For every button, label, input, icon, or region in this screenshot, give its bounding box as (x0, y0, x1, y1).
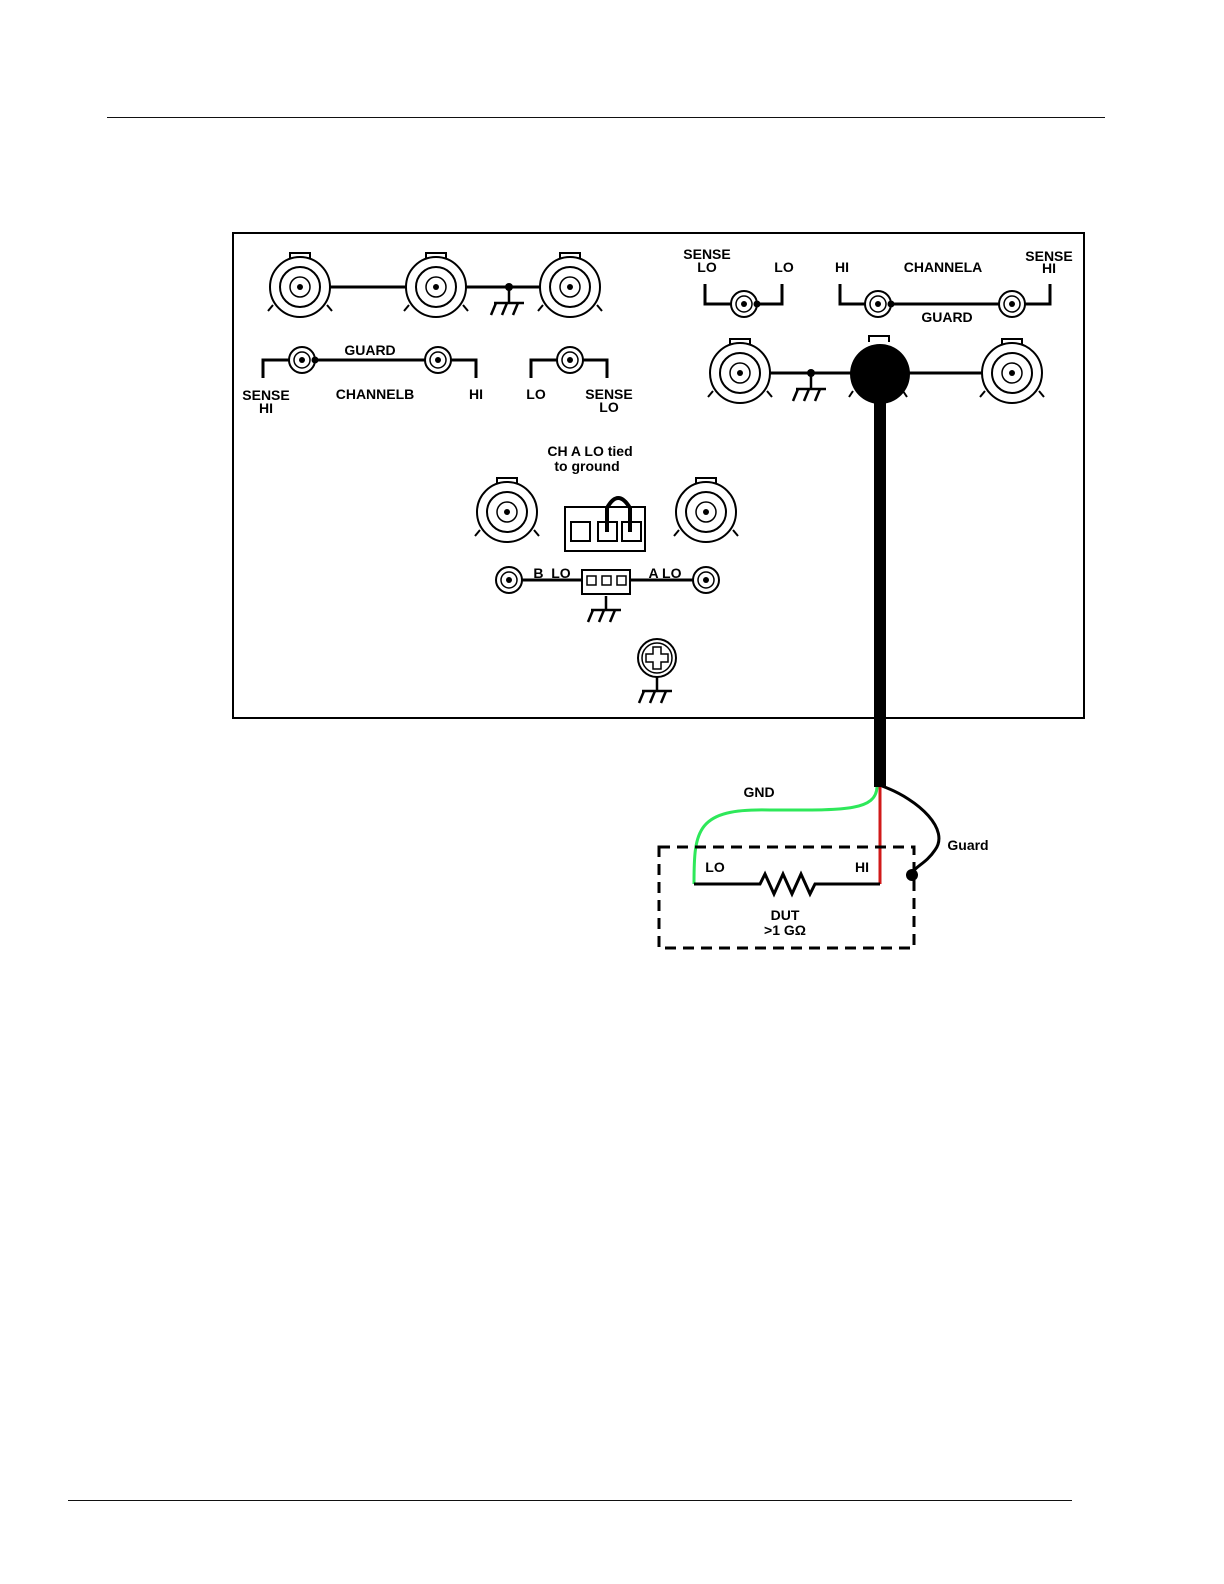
dut-hi-label: HI (855, 859, 869, 875)
dut-lo-label: LO (705, 859, 725, 875)
ground-jumper-block (475, 478, 738, 551)
guard-label: Guard (947, 837, 988, 853)
b-lo-label: B LO (533, 565, 570, 581)
channel-b-hi-label: HI (469, 386, 483, 402)
channel-a-lo-label: LO (774, 259, 794, 275)
connected-bnc-plug (849, 336, 910, 404)
channel-b-sense-lo-label-2: LO (599, 399, 619, 415)
dut-value-label: >1 GΩ (764, 922, 806, 938)
chassis-ground-screw (638, 639, 676, 703)
jumper-note-label: CH A LO tied (547, 443, 632, 459)
jumper-note-label-2: to ground (554, 458, 619, 474)
channel-a-guard-label: GUARD (921, 309, 972, 325)
channel-b-sense-hi-label-2: HI (259, 400, 273, 416)
channel-a-sense-lo-label-2: LO (697, 259, 717, 275)
guard-connection-dot (906, 869, 918, 881)
gnd-label: GND (743, 784, 774, 800)
guard-wire (882, 786, 939, 875)
dut-name-label: DUT (771, 907, 800, 923)
bnc-connectors-top-left (268, 253, 602, 317)
channel-b-triax (263, 347, 607, 378)
channel-a-sense-hi-label-2: HI (1042, 260, 1056, 276)
channel-a-triax (705, 284, 1050, 317)
lo-tie-row (496, 567, 719, 622)
channel-b-lo-label: LO (526, 386, 546, 402)
a-lo-label: A LO (649, 565, 682, 581)
resistor-symbol (694, 874, 880, 894)
channel-b-guard-label: GUARD (344, 342, 395, 358)
channel-a-hi-label: HI (835, 259, 849, 275)
channel-b-name-label: CHANNELB (336, 386, 415, 402)
channel-a-name-label: CHANNELA (904, 259, 983, 275)
